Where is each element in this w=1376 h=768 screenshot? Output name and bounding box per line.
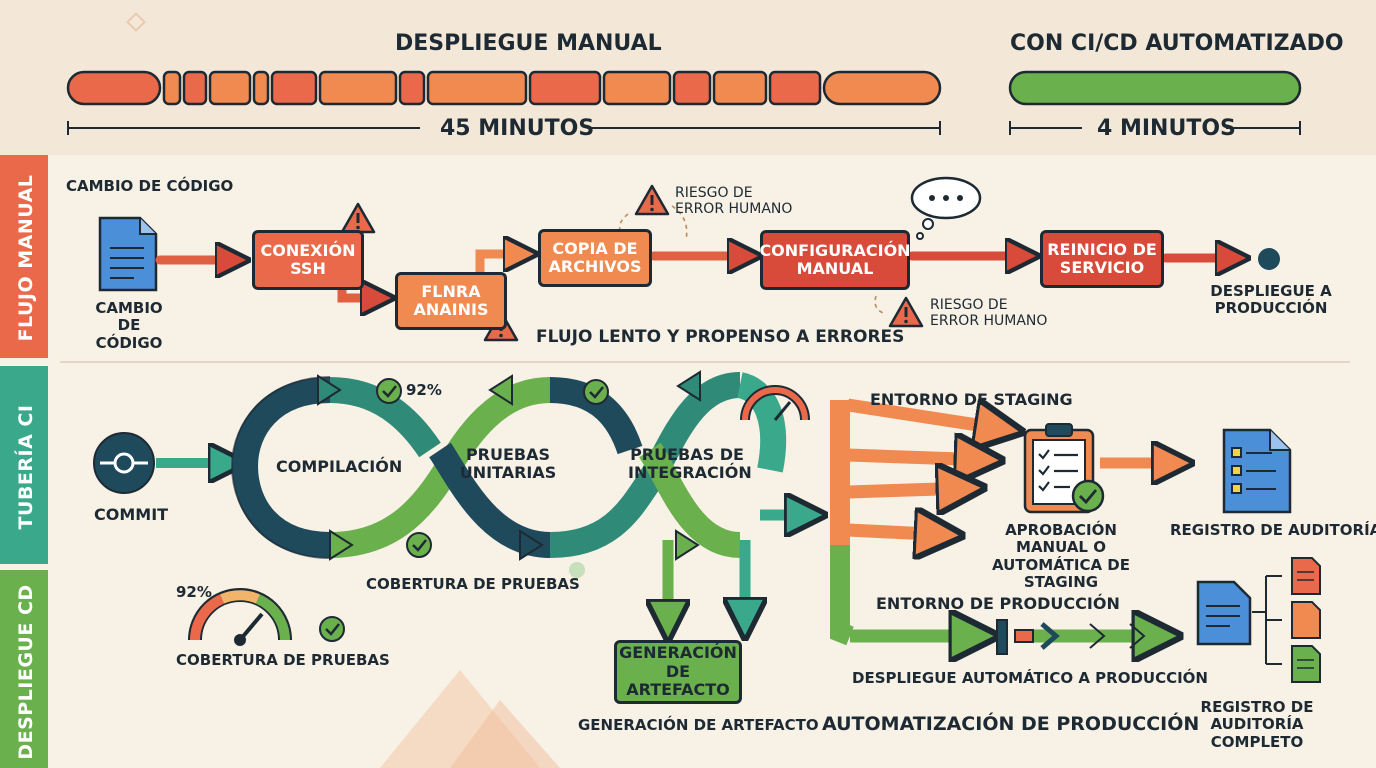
file-icon bbox=[1291, 645, 1321, 683]
artifact-generation-step: GENERACIÓN DE ARTEFACTO bbox=[614, 640, 742, 704]
side-band-ci bbox=[0, 366, 48, 564]
warning-icon bbox=[634, 184, 670, 216]
check-icon bbox=[406, 532, 432, 558]
risk-connector bbox=[618, 205, 887, 315]
manual-duration: 45 MINUTOS bbox=[440, 116, 595, 141]
check-icon bbox=[376, 378, 402, 404]
auto-title: CON CI/CD AUTOMATIZADO bbox=[1010, 31, 1344, 56]
loop-arrowheads bbox=[317, 370, 701, 561]
coverage-label-ci: COBERTURA DE PRUEBAS bbox=[366, 575, 580, 593]
code-change-label: CAMBIO DE CÓDIGO bbox=[95, 299, 163, 352]
side-label-ci: TUBERÍA CI bbox=[15, 404, 37, 530]
check-icon bbox=[319, 616, 345, 642]
check-icon bbox=[583, 379, 609, 405]
side-label-manual: FLUJO MANUAL bbox=[15, 174, 37, 342]
risk-label-bottom: RIESGO DE ERROR HUMANO bbox=[930, 297, 1048, 330]
side-band-manual bbox=[0, 155, 48, 358]
staging-arrow bbox=[847, 530, 950, 535]
file-icon bbox=[1291, 557, 1321, 595]
integration-tests-label: PRUEBAS DE INTEGRACIÓN bbox=[628, 445, 752, 483]
auto-deploy-label: DESPLIEGUE AUTOMÁTICO A PRODUCCIÓN bbox=[852, 669, 1208, 687]
manual-duration-bar bbox=[66, 70, 942, 106]
audit-log-label: REGISTRO DE AUDITORÍA bbox=[1170, 521, 1376, 539]
decor-shape bbox=[380, 670, 540, 768]
production-env-label: ENTORNO DE PRODUCCIÓN bbox=[876, 594, 1120, 613]
coverage-pct-top: 92% bbox=[406, 381, 442, 399]
document-icon bbox=[98, 216, 158, 292]
decor-diamond bbox=[126, 12, 146, 32]
side-band-cd bbox=[0, 570, 48, 768]
auto-duration-ruler bbox=[1009, 121, 1301, 135]
auto-duration: 4 MINUTOS bbox=[1097, 116, 1236, 141]
warning-icon bbox=[340, 202, 376, 234]
manual-title: DESPLIEGUE MANUAL bbox=[395, 31, 662, 56]
gauge-icon bbox=[740, 385, 810, 421]
copy-files-step: COPIA DE ARCHIVOS bbox=[538, 229, 652, 287]
decor-shape bbox=[450, 700, 560, 768]
unit-tests-label: PRUEBAS UNITARIAS bbox=[459, 445, 557, 483]
full-audit-log-label: REGISTRO DE AUDITORÍA COMPLETO bbox=[1200, 698, 1314, 751]
file-icon bbox=[1291, 601, 1321, 639]
coverage-label-cd: COBERTURA DE PRUEBAS bbox=[176, 651, 390, 669]
code-change-label-top: CAMBIO DE CÓDIGO bbox=[66, 177, 234, 195]
auto-duration-bar bbox=[1008, 70, 1302, 106]
arrow-flnra-to-copy bbox=[475, 254, 528, 277]
manual-duration-ruler bbox=[67, 121, 941, 135]
ssh-connection-step: CONEXIÓN SSH bbox=[252, 230, 364, 290]
arrow-ssh-to-flnra bbox=[337, 290, 385, 298]
clipboard-icon bbox=[1023, 423, 1105, 514]
file-icon bbox=[1196, 580, 1252, 646]
production-endpoint bbox=[1258, 248, 1280, 270]
commit-label: COMMIT bbox=[94, 505, 169, 524]
staging-env-label: ENTORNO DE STAGING bbox=[870, 390, 1073, 409]
thought-bubble-icon bbox=[910, 176, 982, 240]
production-trunk bbox=[830, 545, 854, 646]
production-deploy-label: DESPLIEGUE A PRODUCCIÓN bbox=[1210, 282, 1332, 318]
decor-dot bbox=[569, 562, 585, 578]
risk-label-top: RIESGO DE ERROR HUMANO bbox=[675, 185, 793, 218]
staging-arrow bbox=[847, 488, 972, 492]
automation-label: AUTOMATIZACIÓN DE PRODUCCIÓN bbox=[822, 713, 1200, 735]
checklist-document-icon bbox=[1222, 428, 1292, 514]
warning-icon bbox=[888, 296, 924, 328]
ci-loop bbox=[231, 372, 787, 558]
artifact-generation-label: GENERACIÓN DE ARTEFACTO bbox=[578, 716, 819, 734]
staging-arrow bbox=[847, 398, 1010, 430]
compile-label: COMPILACIÓN bbox=[276, 457, 403, 476]
restart-service-step: REINICIO DE SERVICIO bbox=[1040, 230, 1164, 288]
coverage-gauge-icon bbox=[188, 588, 292, 646]
staging-approval-label: APROBACIÓN MANUAL O AUTOMÁTICA DE STAGIN… bbox=[991, 521, 1131, 591]
audit-tree-lines bbox=[1252, 575, 1282, 665]
production-gate bbox=[996, 619, 1146, 655]
manual-config-step: CONFIGURACIÓN MANUAL bbox=[759, 230, 911, 290]
flnra-step: FLNRA ANAINIS bbox=[395, 272, 507, 330]
staging-arrow bbox=[847, 455, 990, 460]
side-label-cd: DESPLIEGUE CD bbox=[15, 584, 37, 760]
commit-icon bbox=[93, 432, 155, 494]
slow-flow-note: FLUJO LENTO Y PROPENSO A ERRORES bbox=[536, 327, 905, 347]
coverage-pct: 92% bbox=[176, 583, 212, 601]
